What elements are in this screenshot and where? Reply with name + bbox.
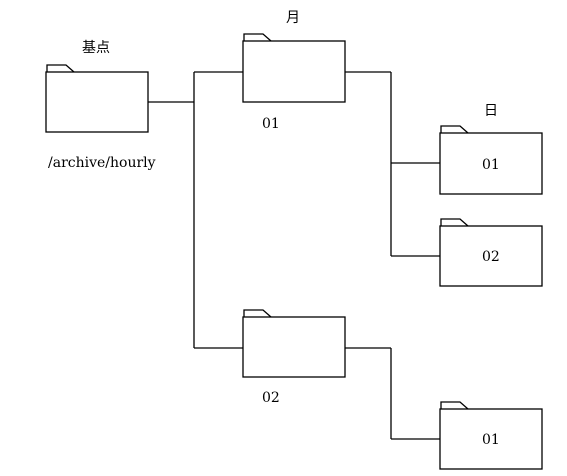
month-01-day-02-label: 02: [482, 249, 500, 265]
month-02-day-01-label: 01: [482, 432, 500, 448]
month-level-label: 月: [286, 10, 300, 26]
root-header-label: 基点: [82, 40, 110, 56]
connector-lines: [148, 71, 440, 440]
root-folder-icon: [45, 64, 149, 133]
month-01-day-01-label: 01: [482, 157, 500, 173]
month-01-folder-icon: [242, 33, 346, 103]
root-path-label: /archive/hourly: [48, 155, 156, 171]
month-02-folder-icon: [242, 309, 346, 378]
month-02-label: 02: [262, 390, 280, 406]
day-level-label: 日: [484, 103, 498, 119]
month-01-label: 01: [262, 116, 280, 132]
